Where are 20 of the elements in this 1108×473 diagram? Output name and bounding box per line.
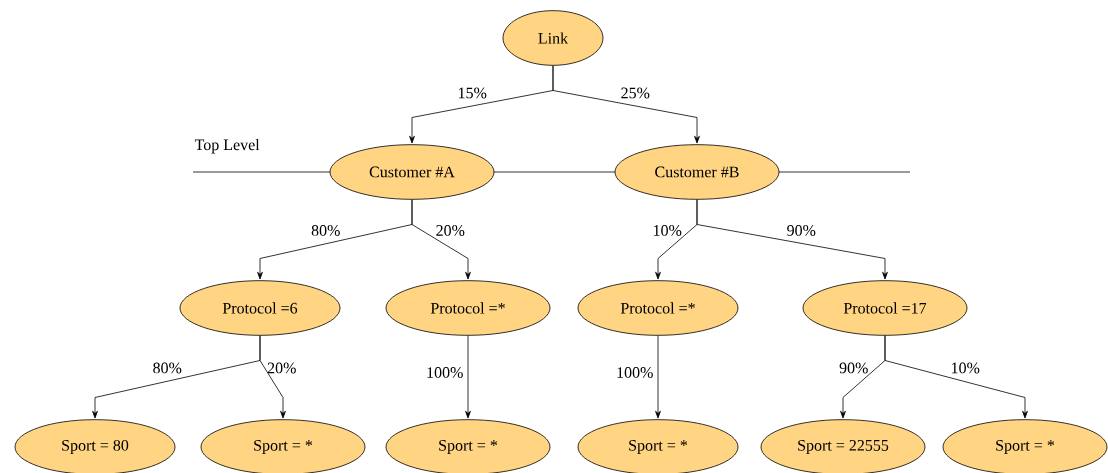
edge-label: 100% bbox=[427, 367, 463, 378]
edge-label: 90% bbox=[787, 225, 816, 236]
arrow bbox=[552, 65, 700, 144]
edge-label: 90% bbox=[839, 362, 868, 374]
edge-label: 15% bbox=[459, 87, 487, 99]
edge-label: 80% bbox=[153, 362, 182, 374]
edge-label: 20% bbox=[436, 225, 465, 236]
arrow bbox=[696, 199, 888, 280]
edge-label: 80% bbox=[311, 225, 340, 236]
arrow bbox=[411, 199, 471, 280]
arrow bbox=[655, 335, 661, 419]
edge-label: 25% bbox=[621, 87, 650, 99]
level-label: Top Level bbox=[194, 138, 260, 154]
arrow bbox=[259, 335, 286, 419]
edge-label: 20% bbox=[267, 362, 296, 374]
edge-label: 10% bbox=[952, 362, 980, 374]
arrow bbox=[465, 335, 471, 419]
edge-label: 100% bbox=[617, 367, 653, 378]
arrow bbox=[884, 335, 1028, 419]
edge-label: 10% bbox=[654, 225, 682, 236]
